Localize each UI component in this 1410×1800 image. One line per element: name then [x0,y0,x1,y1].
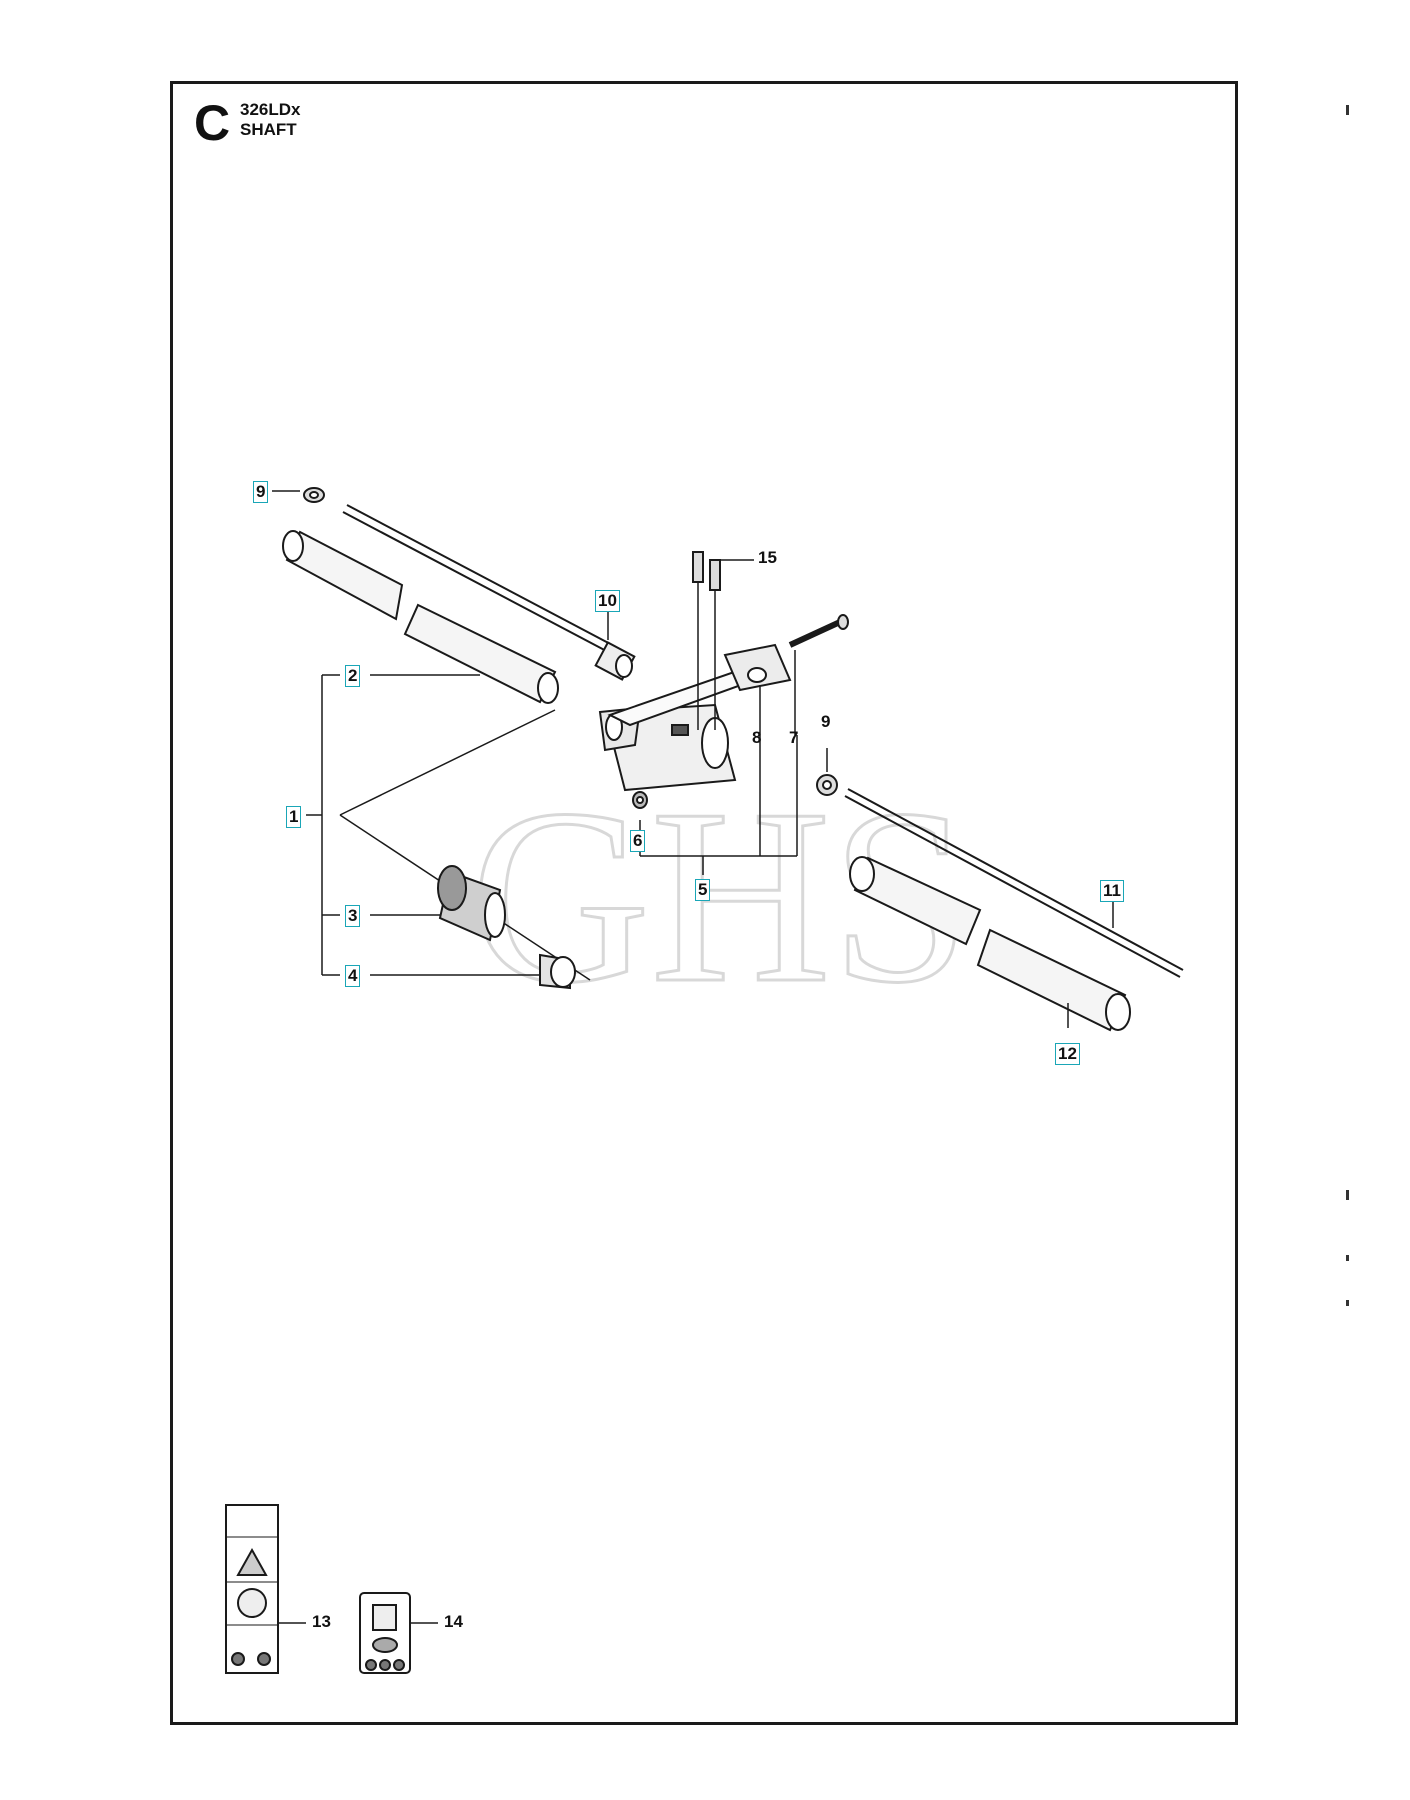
callout-14: 14 [444,1612,463,1631]
coupling-housing-part [598,668,758,792]
margin-mark [1346,105,1349,115]
shaft-tube-lower-part [849,856,1131,1032]
screws-part [692,551,754,730]
margin-mark [1346,1300,1349,1306]
callout-15: 15 [758,548,777,567]
assembly-bracket-1 [306,674,340,976]
callout-1: 1 [286,806,302,828]
callout-7: 7 [789,728,799,747]
washer-part-right [816,748,838,796]
model-number: 326LDx [240,100,301,119]
drive-shaft-upper-part [342,504,636,681]
callout-6: 6 [630,830,646,852]
bolt-part [788,614,849,735]
collar-nut-part [370,953,576,990]
nut-part [632,791,648,809]
callout-10: 10 [595,590,620,612]
callout-5: 5 [695,879,711,901]
callout-8: 8 [752,728,762,747]
shaft-tube-upper-part [282,530,559,704]
callout-11: 11 [1100,880,1124,902]
clamp-plate-part [723,643,792,735]
washer-part-top [272,487,325,503]
callout-2: 2 [345,665,361,687]
callout-9-right: 9 [821,712,831,731]
section-letter: C [194,95,231,151]
rubber-grip-part [370,865,506,942]
drive-shaft-lower-part [844,788,1184,978]
margin-mark [1346,1190,1349,1200]
callout-4: 4 [345,965,361,987]
callout-9-top: 9 [253,481,269,503]
callout-13: 13 [312,1612,331,1631]
diagram-frame [170,81,1238,1725]
margin-mark [1346,1255,1349,1261]
label-decal-13 [225,1504,306,1674]
callout-3: 3 [345,905,361,927]
section-title: SHAFT [240,120,297,139]
callout-12: 12 [1055,1043,1080,1065]
label-decal-14 [359,1592,438,1674]
